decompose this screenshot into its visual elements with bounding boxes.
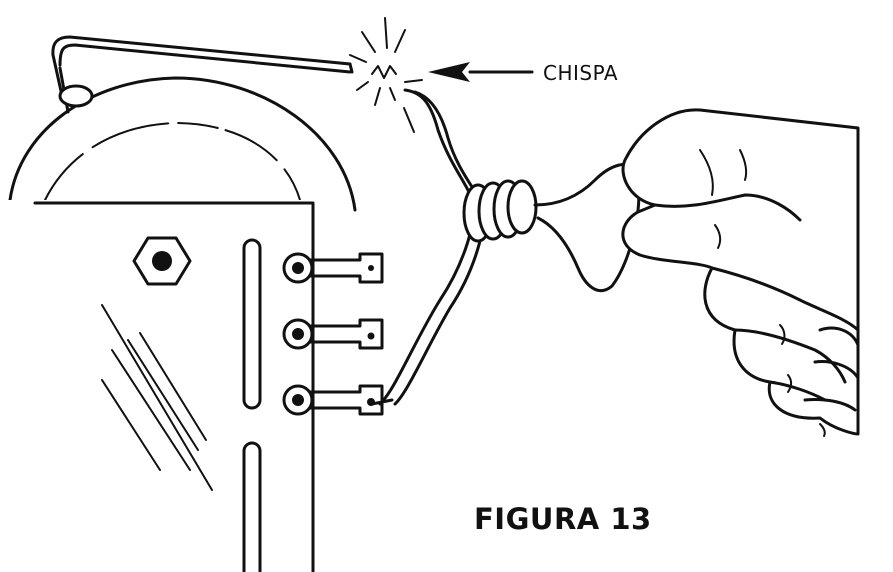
terminal-bottom [282, 384, 384, 416]
terminal-top [282, 252, 384, 284]
high-voltage-wire [51, 35, 354, 114]
figure-caption: FIGURA 13 [474, 502, 652, 536]
terminal-middle [282, 318, 384, 350]
coil-housing [8, 76, 357, 212]
test-wire [370, 88, 485, 406]
hand [621, 108, 860, 437]
hex-nut [132, 236, 192, 286]
spark-icon [349, 17, 423, 133]
wire-coil [462, 162, 641, 293]
spark-label: CHISPA [543, 61, 619, 85]
arrow-left-icon [428, 62, 534, 82]
